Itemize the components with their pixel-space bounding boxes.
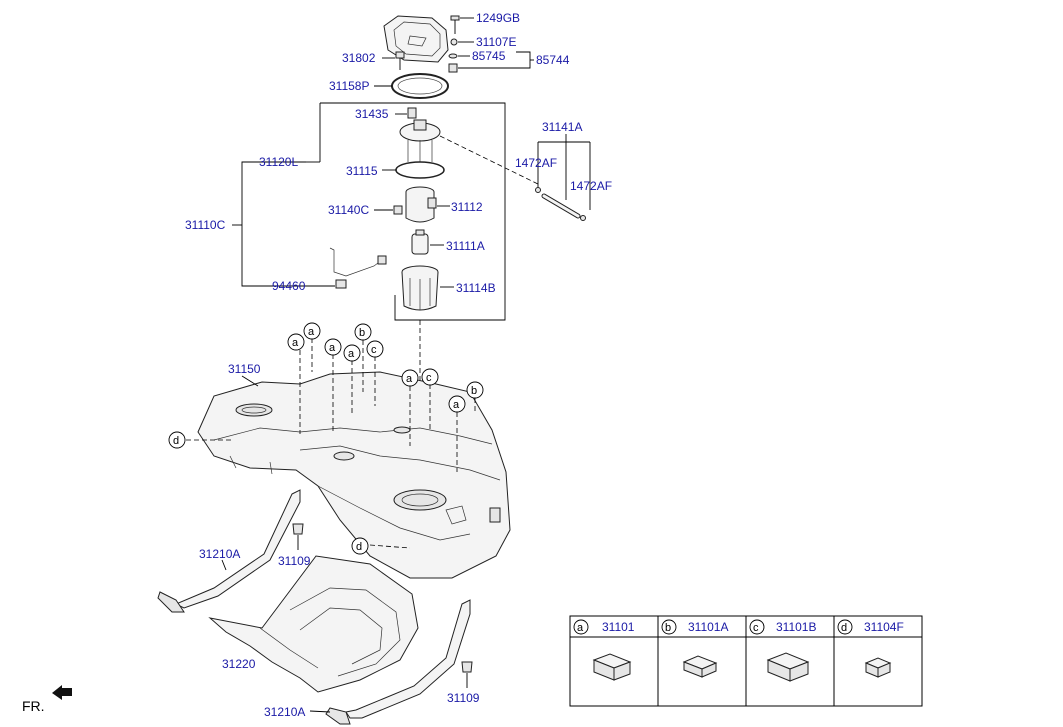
label-31140C: 31140C: [328, 203, 369, 217]
callout-leaders: [186, 338, 476, 549]
callout-circles: a a a b a c a c a b d d: [168, 322, 484, 555]
svg-text:a: a: [348, 348, 355, 360]
svg-text:b: b: [471, 385, 477, 397]
o-ring-31115: [395, 161, 445, 179]
label-31150: 31150: [228, 362, 261, 376]
pad-31101B-illustration: [766, 652, 810, 682]
legend-part-c: 31101B: [776, 620, 816, 634]
screw-31802: [395, 51, 405, 70]
strap-31210A-left: [157, 489, 301, 613]
label-31109-a: 31109: [278, 554, 311, 568]
fuel-tank-31150: [197, 371, 511, 579]
label-1472AF-a: 1472AF: [515, 156, 557, 170]
pad-31101A-illustration: [682, 655, 718, 678]
legend-letter-b: b: [665, 622, 671, 634]
front-arrow-icon: [52, 685, 72, 700]
bolt-1249GB: [450, 15, 460, 34]
legend-part-b: 31101A: [688, 620, 728, 634]
label-1472AF-b: 1472AF: [570, 179, 612, 193]
pad-31104F-illustration: [864, 657, 892, 678]
legend-letter-a: a: [577, 622, 584, 634]
nut-85745: [448, 63, 458, 73]
fr-direction-label: FR.: [22, 698, 45, 714]
legend-letter-c: c: [753, 622, 759, 634]
label-31158P: 31158P: [329, 79, 369, 93]
lock-ring-31158P: [391, 73, 449, 99]
svg-text:a: a: [308, 326, 315, 338]
pump-motor-31111A: [411, 229, 429, 255]
svg-text:d: d: [173, 435, 179, 447]
cover-plate: [383, 15, 449, 63]
label-31112: 31112: [451, 200, 483, 214]
pad-31101-illustration: [592, 653, 632, 681]
pump-flange: [399, 119, 441, 162]
level-sender-94460: [329, 247, 387, 289]
reservoir-31112: [405, 186, 437, 223]
label-31435: 31435: [355, 107, 389, 121]
label-31110C: 31110C: [185, 218, 226, 232]
washer-31107E: [450, 38, 458, 46]
label-31141A: 31141A: [542, 120, 582, 134]
legend-letter-d: d: [841, 622, 847, 634]
strap-31210A-right: [325, 599, 471, 725]
svg-text:a: a: [329, 342, 336, 354]
connector-31435: [407, 107, 417, 119]
tube-31141A: [535, 187, 586, 221]
strainer-31114B: [401, 265, 439, 311]
label-31210A-a: 31210A: [199, 547, 240, 561]
label-94460: 94460: [272, 279, 306, 293]
pad-31109-right: [461, 661, 473, 673]
label-31220: 31220: [222, 657, 256, 671]
seal-85745: [448, 53, 458, 59]
pad-31109-left: [292, 523, 304, 535]
label-31111A: 31111A: [446, 239, 485, 253]
svg-text:c: c: [426, 372, 432, 384]
filter-31140C: [393, 205, 403, 215]
label-31109-b: 31109: [447, 691, 480, 705]
svg-text:b: b: [359, 327, 365, 339]
label-85744: 85744: [536, 53, 570, 67]
label-31115: 31115: [346, 164, 378, 178]
label-85745: 85745: [472, 49, 506, 63]
label-31210A-b: 31210A: [264, 705, 305, 719]
label-31114B: 31114B: [456, 281, 496, 295]
label-1249GB: 1249GB: [476, 11, 520, 25]
svg-text:a: a: [406, 373, 413, 385]
legend-part-a: 31101: [602, 620, 635, 634]
legend-part-d: 31104F: [864, 620, 904, 634]
heat-shield-31220: [208, 555, 419, 693]
label-31802: 31802: [342, 51, 376, 65]
svg-text:c: c: [371, 344, 377, 356]
label-31120L: 31120L: [259, 155, 298, 169]
pump-module-box: [320, 102, 506, 321]
label-31107E: 31107E: [476, 35, 516, 49]
svg-text:a: a: [453, 399, 460, 411]
svg-text:d: d: [356, 541, 362, 553]
svg-text:a: a: [292, 337, 299, 349]
legend-table: a 31101 b 31101A c 31101B d 31104F: [569, 615, 923, 707]
